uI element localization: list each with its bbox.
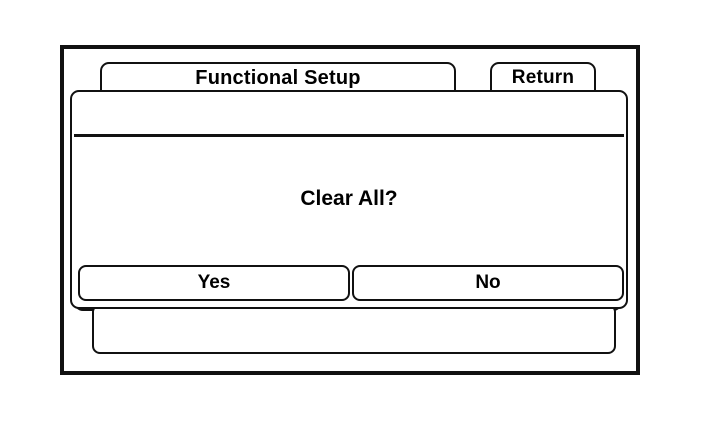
dialog-message: Clear All? [300,187,398,210]
dialog-yes-label: Yes [197,272,231,293]
dialog-header [72,92,626,134]
footer-list-panel[interactable] [92,304,616,354]
dialog-button-row: Yes No [78,265,624,301]
tab-return-label: Return [511,67,575,88]
dialog-yes-button[interactable]: Yes [78,265,350,301]
confirm-dialog: Clear All? Yes No [70,90,628,309]
dialog-no-button[interactable]: No [352,265,624,301]
tab-functional-setup-label: Functional Setup [195,66,361,89]
dialog-no-label: No [475,272,501,293]
dialog-divider [74,134,624,137]
tab-functional-setup[interactable]: Functional Setup [100,62,456,94]
